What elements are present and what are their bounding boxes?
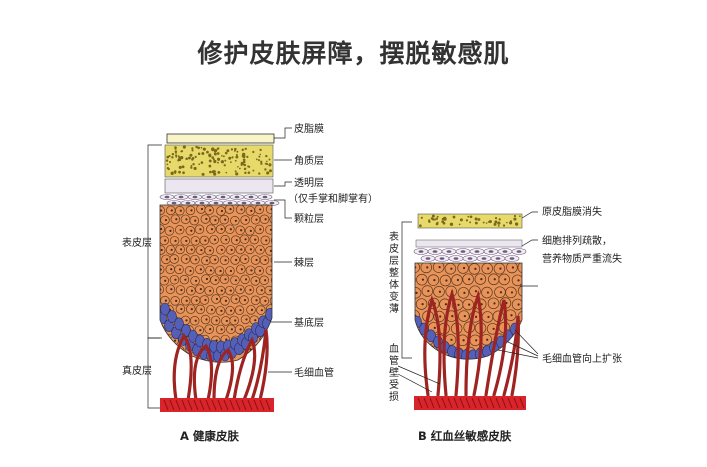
caption-b: B 红血丝敏感皮肤 bbox=[418, 429, 512, 443]
sebum-film bbox=[166, 133, 275, 144]
capillary-loops-b bbox=[423, 288, 520, 397]
label-capillary: 毛细血管 bbox=[294, 366, 334, 379]
stratum-lucidum-b bbox=[415, 239, 523, 248]
dermis-vessel-band-b bbox=[414, 396, 526, 410]
stratum-lucidum bbox=[164, 178, 274, 194]
label-vessel-damage: 血管壁受损 bbox=[389, 342, 399, 403]
label-lucidum: 透明层 bbox=[294, 177, 324, 189]
label-spinous: 棘层 bbox=[294, 257, 314, 269]
panel-a: 表皮层 真皮层 皮脂膜 角质层 透明层 （仅手掌和脚掌有） 颗粒层 棘层 基底层… bbox=[122, 122, 378, 443]
caption-a: A 健康皮肤 bbox=[180, 429, 239, 443]
stratum-granulosum bbox=[159, 194, 280, 206]
label-sebum-lost: 原皮脂膜消失 bbox=[542, 205, 602, 218]
label-capillary-dilate: 毛细血管向上扩张 bbox=[542, 352, 622, 365]
spinous-layer bbox=[160, 205, 272, 363]
label-epidermis-thin: 表皮层整体变薄 bbox=[389, 230, 399, 315]
label-sebum: 皮脂膜 bbox=[294, 122, 324, 135]
label-epidermis: 表皮层 bbox=[122, 236, 152, 249]
spinous-layer-b bbox=[415, 263, 522, 360]
page-title: 修护皮肤屏障，摆脱敏感肌 bbox=[197, 39, 510, 68]
label-basal: 基底层 bbox=[294, 316, 324, 329]
panel-b: 表皮层整体变薄 血管壁受损 原皮脂膜消失 细胞排列疏散， 营养物质严重流失 毛细… bbox=[389, 205, 622, 443]
capillary-loops-a bbox=[172, 329, 269, 402]
dermis-vessel-band bbox=[160, 398, 274, 412]
label-lucidum-note: （仅手掌和脚掌有） bbox=[288, 192, 378, 205]
corneum-texture-b bbox=[419, 214, 521, 228]
label-corneum: 角质层 bbox=[294, 155, 324, 167]
corneum-texture bbox=[165, 145, 272, 176]
stratum-granulosum-b bbox=[413, 248, 527, 262]
label-cells-line2: 营养物质严重流失 bbox=[542, 252, 622, 265]
label-granular: 颗粒层 bbox=[294, 212, 324, 225]
label-cells-line1: 细胞排列疏散， bbox=[542, 234, 612, 247]
label-dermis: 真皮层 bbox=[122, 364, 152, 377]
